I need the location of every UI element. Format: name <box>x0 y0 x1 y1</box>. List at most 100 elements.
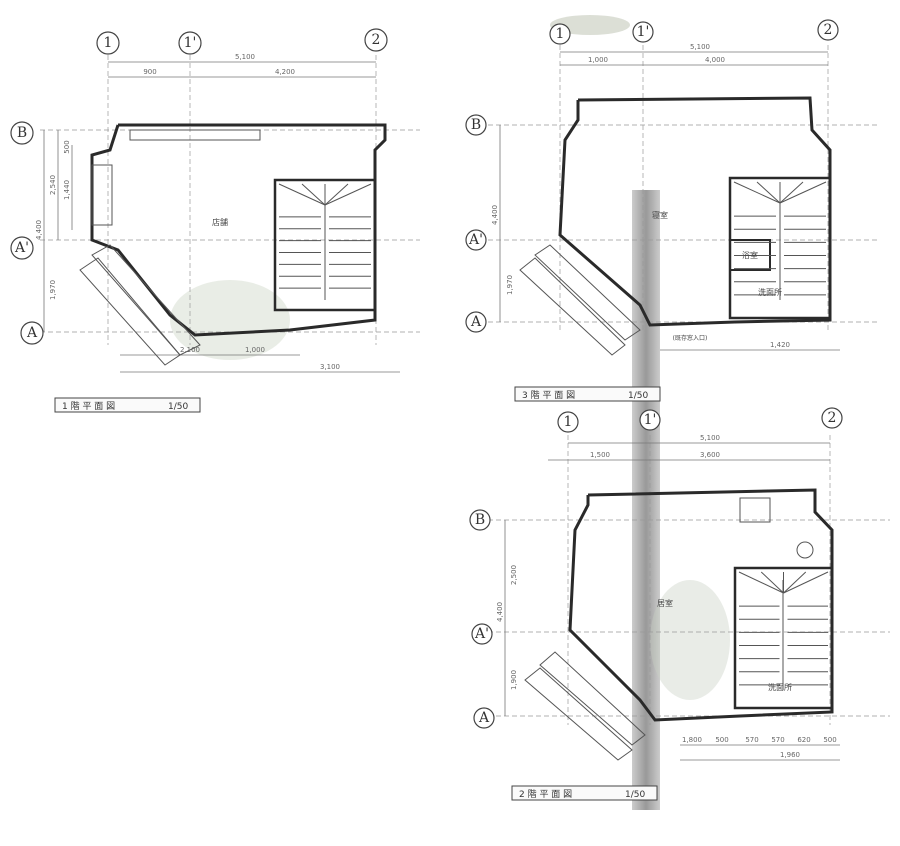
dimension-label: 4,200 <box>275 68 295 76</box>
room-label-washroom: 洗面所 <box>768 682 792 692</box>
room-label-note: (既存窓入口) <box>673 334 708 342</box>
stair-winder <box>324 183 349 206</box>
stair-winder <box>324 183 372 206</box>
stair-winder <box>779 181 827 204</box>
grid-bubble-Aprime: A' <box>471 623 493 645</box>
grid-label: 1 <box>564 414 573 430</box>
stair-winder <box>738 571 784 594</box>
dimension-label: 1,500 <box>590 451 610 459</box>
scan-shadow-stripe <box>632 190 660 810</box>
staircase <box>733 566 834 710</box>
dimension-label: 2,540 <box>49 175 57 195</box>
dimension-label: 5,100 <box>235 53 255 61</box>
grid-bubble-B: B <box>469 509 491 531</box>
dimension-label: 1,900 <box>510 670 518 690</box>
grid-label: A <box>26 325 38 341</box>
dimension-label: 5,100 <box>700 434 720 442</box>
plan-title: 1 階 平 面 図 <box>62 401 115 412</box>
staircase <box>273 178 377 312</box>
grid-label: A <box>470 314 482 330</box>
grid-label: 1' <box>637 24 650 40</box>
grid-bubble-1prime: 1' <box>639 409 661 431</box>
grid-label: A <box>478 710 490 726</box>
dimension-label: 1,000 <box>588 56 608 64</box>
dimension-label: 1,960 <box>780 751 800 759</box>
grid-label: A' <box>474 626 489 642</box>
dimension-label: 1,000 <box>245 346 265 354</box>
stair-winder <box>278 183 326 206</box>
scan-smudge <box>650 580 730 700</box>
dimension-label: 500 <box>715 736 728 744</box>
grid-label: 1' <box>644 412 657 428</box>
grid-label: B <box>471 117 481 133</box>
grid-bubble-B: B <box>465 114 487 136</box>
room-label-bath: 浴室 <box>742 250 758 260</box>
dimension-label: 4,400 <box>496 602 504 622</box>
grid-label: A' <box>14 240 29 256</box>
grid-bubble-A: A <box>20 321 44 345</box>
room-label-living: 居室 <box>657 598 673 608</box>
grid-bubble-Aprime: A' <box>10 236 34 260</box>
grid-label: 2 <box>828 410 837 426</box>
room-label-bedroom: 寝室 <box>652 210 668 220</box>
stair-winder <box>779 181 804 204</box>
dimension-label: 3,600 <box>700 451 720 459</box>
grid-bubble-2: 2 <box>364 28 388 52</box>
stair-winder <box>733 181 781 204</box>
room-label-washroom: 洗面所 <box>758 287 782 297</box>
grid-bubble-B: B <box>10 121 34 145</box>
stair-winder <box>756 181 781 204</box>
dimension-label: 900 <box>143 68 156 76</box>
grid-label: 1' <box>184 35 197 51</box>
dimension-label: 570 <box>771 736 784 744</box>
grid-bubble-Aprime: A' <box>465 229 487 251</box>
grid-bubble-1: 1 <box>96 31 120 55</box>
floor-1-plan: 1 1' 2 B A' A 5,100 900 4,200 4,400 2,54… <box>10 28 420 413</box>
grid-bubble-1prime: 1' <box>178 31 202 55</box>
plan-title: 3 階 平 面 図 <box>522 390 575 401</box>
stair-winder <box>783 571 807 594</box>
plan-scale: 1/50 <box>168 402 188 412</box>
stair-winder <box>760 571 784 594</box>
dimension-label: 3,100 <box>320 363 340 371</box>
grid-label: 1 <box>556 26 565 42</box>
dimension-label: 1,440 <box>63 180 71 200</box>
plan-scale: 1/50 <box>625 790 645 800</box>
staircase <box>728 176 832 320</box>
dimension-label: 500 <box>63 140 71 153</box>
grid-label: B <box>475 512 485 528</box>
floor-2-plan: 1 1' 2 B A' A 5,100 1,500 3,600 4,400 2,… <box>469 407 890 801</box>
dimension-label: 5,100 <box>690 43 710 51</box>
grid-label: 2 <box>372 32 381 48</box>
grid-label: 1 <box>104 35 113 51</box>
grid-bubble-2: 2 <box>821 407 843 429</box>
dimension-label: 1,970 <box>49 280 57 300</box>
grid-bubble-A: A <box>465 311 487 333</box>
plan-scale: 1/50 <box>628 391 648 401</box>
dimension-label: 4,400 <box>491 205 499 225</box>
grid-label: A' <box>468 232 483 248</box>
dimension-label: 2,500 <box>510 565 518 585</box>
dimension-label: 1,970 <box>506 275 514 295</box>
stair-winder <box>783 571 829 594</box>
dimension-label: 620 <box>797 736 810 744</box>
dimension-label: 570 <box>745 736 758 744</box>
grid-bubble-2: 2 <box>817 19 839 41</box>
dimension-label: 500 <box>823 736 836 744</box>
floor-3-plan: 1 1' 2 B A' A 5,100 1,000 4,000 4,400 1,… <box>465 19 880 402</box>
scan-smudge <box>550 15 630 35</box>
dimension-label: 1,800 <box>682 736 702 744</box>
dimension-label: 4,000 <box>705 56 725 64</box>
grid-bubble-1prime: 1' <box>632 21 654 43</box>
grid-bubble-1: 1 <box>557 411 579 433</box>
room-label-store: 店舗 <box>212 217 228 227</box>
grid-bubble-1: 1 <box>549 23 571 45</box>
scan-smudge <box>170 280 290 360</box>
grid-label: B <box>17 125 27 141</box>
grid-bubble-A: A <box>473 707 495 729</box>
stair-winder <box>301 183 326 206</box>
grid-label: 2 <box>824 22 833 38</box>
dimension-label: 4,400 <box>35 220 43 240</box>
plan-title: 2 階 平 面 図 <box>519 789 572 800</box>
